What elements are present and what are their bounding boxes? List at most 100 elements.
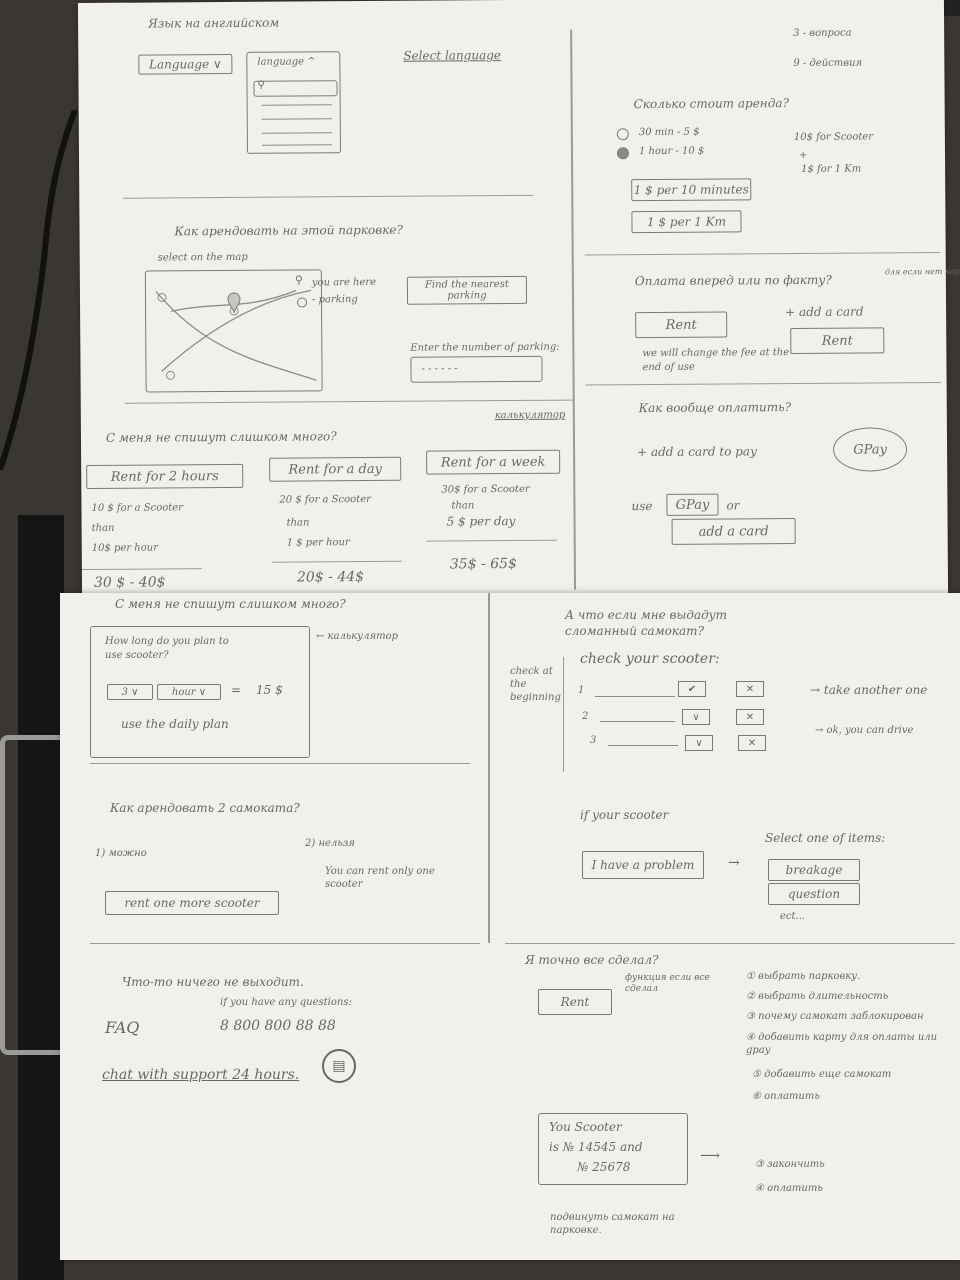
find-nearest-parking-button[interactable]: Find the nearest parking xyxy=(406,275,528,305)
enter-parking-label: Enter the number of parking: xyxy=(410,341,560,354)
option-can: 1) можно xyxy=(95,848,147,859)
language-heading: Язык на английском xyxy=(148,15,280,31)
plan2-range: 20$ - 44$ xyxy=(296,569,365,586)
option-cannot: 2) нельзя xyxy=(305,838,355,849)
question-option[interactable]: question xyxy=(768,883,860,905)
row2-number: 2 xyxy=(582,711,589,722)
step-6: ⑥ оплатить xyxy=(752,1091,820,1102)
step-5: ⑤ добавить еще самокат xyxy=(752,1069,892,1080)
support-question: Что-то ничего не выходит. xyxy=(122,975,304,989)
use-gpay-button[interactable]: GPay xyxy=(666,493,719,516)
plan3-range: 35$ - 65$ xyxy=(449,555,517,573)
rent-one-more-button[interactable]: rent one more scooter xyxy=(105,891,279,915)
parking-circle-icon xyxy=(296,297,308,308)
parking-number-placeholder: - - - - - - xyxy=(421,363,458,375)
select-language-link[interactable]: Select language xyxy=(403,48,502,63)
use-daily-plan-link[interactable]: use the daily plan xyxy=(121,717,229,731)
step-2: ② выбрать длительность xyxy=(746,991,889,1002)
ok-drive-note: → ok, you can drive xyxy=(815,725,914,736)
pay-timing-question: Оплата вперед или по факту? xyxy=(634,272,832,289)
row2-bad-checkbox[interactable]: ✕ xyxy=(736,709,764,725)
plan3-line3: 5 $ per day xyxy=(446,513,516,529)
check-title: check your scooter: xyxy=(580,651,720,667)
language-dropdown-open[interactable]: language ^ ⚲ xyxy=(246,51,341,154)
all-together-footer: подвинуть самокат на парковке. xyxy=(550,1212,675,1236)
radio-30min[interactable] xyxy=(616,128,629,141)
breakage-option[interactable]: breakage xyxy=(768,859,860,881)
if-questions-label: if you have any questions: xyxy=(220,997,352,1008)
scooter-card-line2: is № 14545 and xyxy=(549,1140,643,1154)
check-label: check at the beginning xyxy=(510,666,561,703)
calculator-card: How long do you plan to use scooter? 3 ∨… xyxy=(90,626,310,758)
cable xyxy=(0,108,80,471)
parking-map[interactable] xyxy=(144,269,323,393)
fee-note: we will change the fee at the end of use xyxy=(642,347,790,374)
step-3: ③ почему самокат заблокирован xyxy=(746,1011,924,1022)
gpay-button[interactable]: GPay xyxy=(832,427,908,472)
language-search-input[interactable]: ⚲ xyxy=(253,80,338,97)
option-1hour: 1 hour - 10 $ xyxy=(638,145,705,158)
row2-ok-checkbox[interactable]: ∨ xyxy=(682,709,710,725)
plan1-range: 30 $ - 40$ xyxy=(93,574,166,591)
radio-1hour[interactable] xyxy=(616,147,630,160)
language-select-closed[interactable]: Language ∨ xyxy=(138,53,233,75)
rent-week-button[interactable]: Rent for a week xyxy=(426,449,561,475)
map-roads xyxy=(155,289,317,381)
option-30min: 30 min - 5 $ xyxy=(638,126,700,139)
plan2-line1: 20 $ for a Scooter xyxy=(279,493,371,506)
parking-number-input[interactable]: - - - - - - xyxy=(410,355,543,383)
calc-result: 15 $ xyxy=(256,683,283,697)
row3-bad-checkbox[interactable]: ✕ xyxy=(738,735,766,751)
add-card-button[interactable]: add a card xyxy=(671,518,796,545)
corner-note-1: 3 - вопроса xyxy=(793,27,852,40)
plan1-line2: than xyxy=(91,522,115,534)
add-card-to-pay[interactable]: + add a card to pay xyxy=(637,444,757,460)
pay-timing-side-note: для если нет карты xyxy=(884,266,960,277)
plan1-line1: 10 $ for a Scooter xyxy=(91,502,183,514)
or-label: or xyxy=(726,498,740,513)
map-label: select on the map xyxy=(157,251,248,264)
hours-count-select[interactable]: 3 ∨ xyxy=(107,684,153,700)
money-question: С меня не спишут слишком много? xyxy=(105,429,337,445)
plan3-line1: 30$ for a Scooter xyxy=(441,483,530,496)
rent-2-hours-button[interactable]: Rent for 2 hours xyxy=(86,463,244,489)
row1-ok-checkbox[interactable]: ✔ xyxy=(678,681,706,697)
top-sheet: Язык на английском Language ∨ language ^… xyxy=(77,0,960,600)
step-1: ① выбрать парковку. xyxy=(746,971,861,982)
legend-parking: - parking xyxy=(311,294,358,306)
plan1-line3: 10$ per hour xyxy=(91,542,159,554)
chat-icon[interactable]: ▤ xyxy=(322,1049,356,1083)
final-rent-button[interactable]: Rent xyxy=(538,989,612,1015)
calculator-label: калькулятор xyxy=(494,409,566,422)
i-have-problem-button[interactable]: I have a problem xyxy=(582,851,704,879)
rent-button[interactable]: Rent xyxy=(635,311,728,339)
row1-bad-checkbox[interactable]: ✕ xyxy=(736,681,764,697)
all-together-note: функция если все сделал xyxy=(625,973,710,994)
how-pay-question: Как вообще оплатить? xyxy=(638,400,792,416)
per-10-minutes-button[interactable]: 1 $ per 10 minutes xyxy=(631,178,752,202)
hour-unit-select[interactable]: hour ∨ xyxy=(157,684,221,700)
scooter-card-line3: № 25678 xyxy=(577,1160,631,1174)
language-dropdown-label: language ^ xyxy=(257,56,316,68)
per-km-button[interactable]: 1 $ per 1 Km xyxy=(631,210,742,234)
etc-option: ect... xyxy=(780,911,806,922)
scooter-card-line1: You Scooter xyxy=(549,1120,622,1134)
final-step-2: ④ оплатить xyxy=(755,1183,823,1194)
row3-ok-checkbox[interactable]: ∨ xyxy=(685,735,713,751)
problem-arrow: → xyxy=(728,855,740,871)
chat-support-link[interactable]: chat with support 24 hours. xyxy=(102,1067,300,1083)
problem-if: if your scooter xyxy=(580,808,669,822)
row3-number: 3 xyxy=(590,735,597,746)
use-label: use xyxy=(631,499,653,514)
plan3-line2: than xyxy=(451,500,475,512)
phone-number[interactable]: 8 800 800 88 88 xyxy=(220,1018,336,1034)
scooter-numbers-card: You Scooter is № 14545 and № 25678 xyxy=(538,1113,688,1185)
row1-number: 1 xyxy=(578,685,585,696)
bottom-sheet: С меня не спишут слишком много? How long… xyxy=(60,593,960,1260)
faq-link[interactable]: FAQ xyxy=(105,1018,140,1037)
add-card-link[interactable]: + add a card xyxy=(785,304,864,320)
parking-question: Как арендовать на этой парковке? xyxy=(174,222,403,239)
calc-question: С меня не спишут слишком много? xyxy=(115,597,346,611)
rent-after-card-button[interactable]: Rent xyxy=(790,327,885,355)
rent-day-button[interactable]: Rent for a day xyxy=(269,456,402,482)
